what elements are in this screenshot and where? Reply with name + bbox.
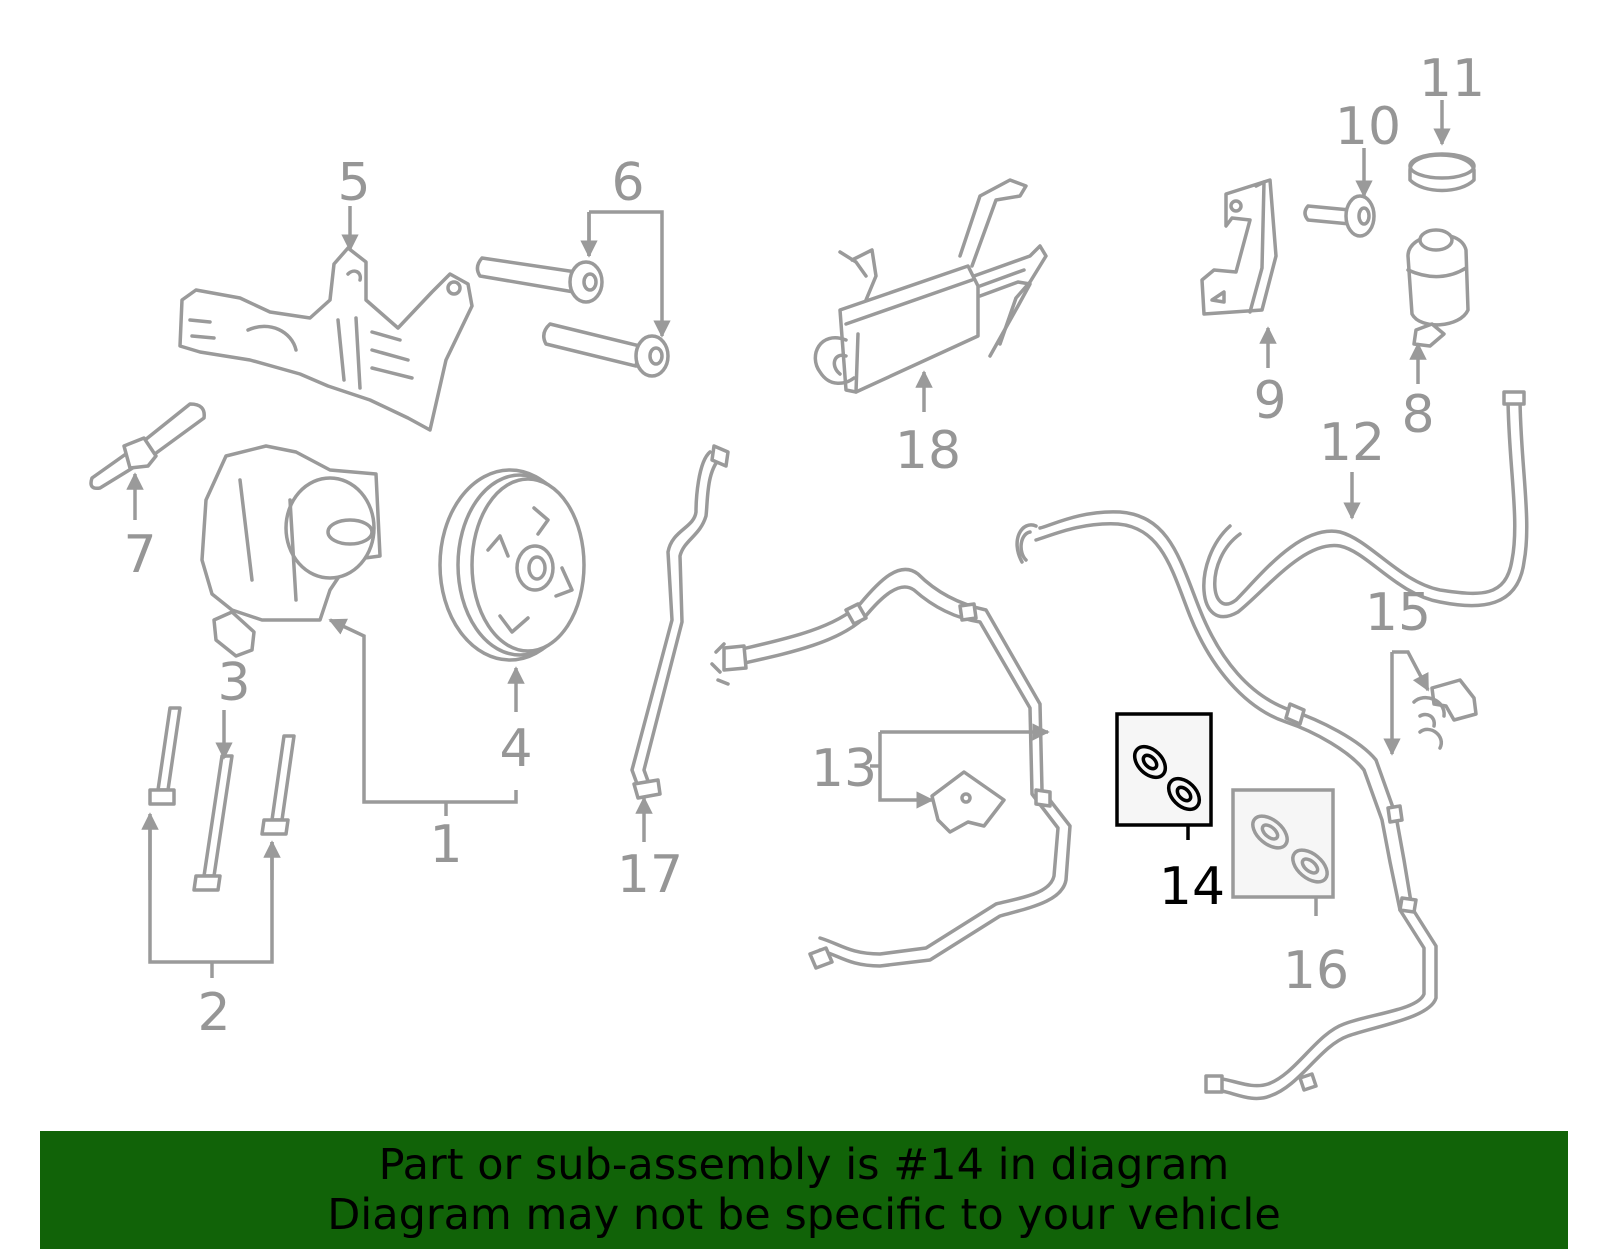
pump-bolts-part	[148, 706, 296, 892]
banner-part-line: Part or sub-assembly is #14 in diagram	[378, 1140, 1230, 1190]
callout-11: 11	[1419, 49, 1485, 109]
return-hose-part	[1202, 390, 1529, 619]
cooler-part	[813, 178, 1048, 394]
callout-1: 1	[429, 815, 462, 875]
callout-4: 4	[499, 719, 532, 779]
callout-8: 8	[1401, 385, 1434, 445]
leader-lines	[126, 100, 1451, 978]
pulley-part	[438, 468, 586, 662]
long-hose-part	[1015, 510, 1438, 1101]
stud-bolt-part	[89, 402, 206, 491]
callout-12: 12	[1319, 413, 1385, 473]
callout-2: 2	[197, 983, 230, 1043]
reservoir-part	[1406, 228, 1470, 348]
hose-bracket-part	[930, 770, 1006, 834]
seal-kit-part	[1231, 788, 1335, 899]
callout-3: 3	[217, 653, 250, 713]
callout-13: 13	[811, 739, 877, 799]
callout-6: 6	[611, 153, 644, 213]
bracket-bolt-part	[1303, 194, 1376, 238]
callout-9: 9	[1253, 371, 1286, 431]
info-banner: Part or sub-assembly is #14 in diagram D…	[40, 1131, 1568, 1249]
reservoir-cap-part	[1408, 152, 1476, 193]
callout-7: 7	[123, 525, 156, 585]
seal-kit-highlighted-part	[1115, 712, 1213, 827]
pressure-tube-part	[630, 444, 730, 800]
callout-18: 18	[895, 421, 961, 481]
callout-15: 15	[1365, 583, 1431, 643]
callout-10: 10	[1335, 97, 1401, 157]
reservoir-bracket-part	[1200, 178, 1278, 316]
callout-17: 17	[617, 845, 683, 905]
callout-16: 16	[1283, 941, 1349, 1001]
callout-14-highlighted: 14	[1159, 857, 1225, 917]
pump-bracket-part	[178, 246, 474, 432]
clamp-part	[1412, 678, 1478, 750]
pressure-hose-part	[710, 567, 1072, 970]
banner-disclaimer-line: Diagram may not be specific to your vehi…	[327, 1190, 1281, 1240]
callout-5: 5	[337, 153, 370, 213]
pump-part	[200, 444, 382, 658]
bolt-spacer-part	[475, 256, 670, 378]
